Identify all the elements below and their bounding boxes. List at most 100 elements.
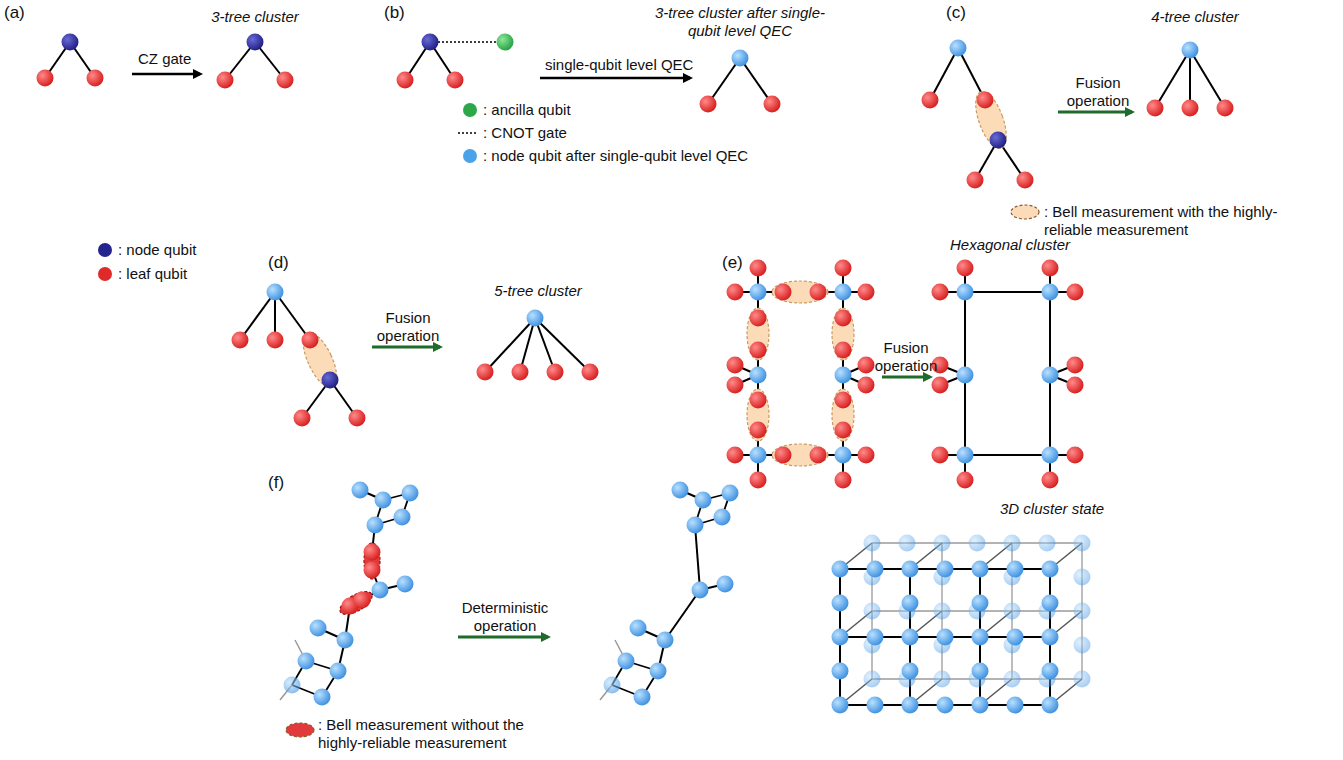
legend-text: : ancilla qubit xyxy=(483,101,571,119)
panel-label: (d) xyxy=(268,254,289,272)
qec-node-qubit xyxy=(835,284,852,301)
leaf-qubit xyxy=(1067,284,1084,301)
leaf-qubit xyxy=(727,357,744,374)
qec-node-qubit xyxy=(375,492,392,509)
qec-node-qubit xyxy=(714,509,731,526)
bond-line xyxy=(1155,50,1190,108)
qec-node-qubit xyxy=(750,284,767,301)
qec-node-qubit xyxy=(604,677,621,694)
leaf-qubit xyxy=(858,284,875,301)
operation-label: Fusion operation xyxy=(866,339,946,375)
qec-node-qubit xyxy=(284,677,301,694)
qec-node-qubit xyxy=(934,535,951,552)
process-arrow xyxy=(458,636,548,639)
qec-node-qubit xyxy=(835,367,852,384)
node-qubit xyxy=(422,34,439,51)
bell-measurement xyxy=(832,389,854,441)
process-arrow xyxy=(540,77,690,80)
leaf-qubit xyxy=(1067,357,1084,374)
leaf-qubit xyxy=(957,260,974,277)
bond-line xyxy=(665,590,700,640)
qec-node-qubit xyxy=(267,284,284,301)
leaf-qubit xyxy=(750,392,767,409)
legend-text: : node qubit xyxy=(118,241,196,259)
bond-line xyxy=(1189,50,1191,108)
qec-node-qubit xyxy=(950,40,967,57)
leaf-qubit xyxy=(932,284,949,301)
qec-node-qubit xyxy=(695,492,712,509)
leaf-qubit xyxy=(810,447,827,464)
qec-node-qubit xyxy=(1007,697,1024,714)
bond-line xyxy=(275,292,310,340)
leaf-qubit xyxy=(764,96,781,113)
leaf-qubit xyxy=(750,342,767,359)
qec-node-qubit xyxy=(832,595,849,612)
leaf-qubit xyxy=(582,364,599,381)
bond-line xyxy=(485,318,535,372)
qec-node-qubit xyxy=(657,632,674,649)
panel-label: (e) xyxy=(722,254,743,272)
qec-node-qubit xyxy=(937,629,954,646)
qec-node-qubit xyxy=(1182,42,1199,59)
qec-node-qubit xyxy=(864,535,881,552)
cluster-title: 3D cluster state xyxy=(1000,500,1104,518)
bond-line xyxy=(1190,50,1225,108)
leaf-qubit xyxy=(835,472,852,489)
leaf-qubit xyxy=(302,332,319,349)
qec-node-qubit xyxy=(330,663,347,680)
leaf-qubit xyxy=(267,332,284,349)
qec-node-qubit xyxy=(832,697,849,714)
leaf-qubit xyxy=(1067,447,1084,464)
leaf-qubit xyxy=(810,284,827,301)
bell-measurement xyxy=(747,389,769,441)
operation-label: Fusion operation xyxy=(1058,74,1138,110)
qec-node-qubit xyxy=(394,509,411,526)
qec-node-qubit xyxy=(672,482,689,499)
legend-text: : leaf qubit xyxy=(118,265,187,283)
qec-node-qubit xyxy=(1074,535,1091,552)
legend-swatch xyxy=(286,723,314,737)
panel-label: (c) xyxy=(946,4,966,22)
qec-node-qubit xyxy=(899,535,916,552)
qec-node-qubit xyxy=(1074,637,1091,654)
qec-node-qubit xyxy=(722,485,739,502)
bond-line xyxy=(965,291,1050,293)
leaf-qubit xyxy=(750,422,767,439)
qec-node-qubit xyxy=(1074,671,1091,688)
qec-node-qubit xyxy=(902,595,919,612)
qec-node-qubit xyxy=(692,582,709,599)
qec-node-qubit xyxy=(1004,671,1021,688)
legend-swatch xyxy=(463,103,477,117)
leaf-qubit xyxy=(217,72,234,89)
qec-node-qubit xyxy=(1004,603,1021,620)
qec-node-qubit xyxy=(337,632,354,649)
leaf-qubit xyxy=(1042,472,1059,489)
qec-node-qubit xyxy=(1007,629,1024,646)
qec-node-qubit xyxy=(1042,663,1059,680)
panel-label: (a) xyxy=(4,4,25,22)
qec-node-qubit xyxy=(1042,561,1059,578)
qec-node-qubit xyxy=(687,517,704,534)
qec-node-qubit xyxy=(867,697,884,714)
leaf-qubit xyxy=(727,284,744,301)
cluster-title: Hexagonal cluster xyxy=(940,236,1080,254)
operation-label: single-qubit level QEC xyxy=(545,56,693,74)
leaf-qubit xyxy=(349,410,366,427)
qec-node-qubit xyxy=(1042,367,1059,384)
qec-node-qubit xyxy=(902,697,919,714)
qec-node-qubit xyxy=(864,671,881,688)
leaf-qubit xyxy=(727,447,744,464)
bell-measurement xyxy=(969,88,1012,153)
qec-node-qubit xyxy=(957,367,974,384)
process-arrow xyxy=(372,346,440,349)
cluster-title: 3-tree cluster after single-qubit level … xyxy=(650,4,830,40)
leaf-qubit xyxy=(750,260,767,277)
panel-label: (b) xyxy=(384,4,405,22)
qec-node-qubit xyxy=(902,561,919,578)
leaf-qubit xyxy=(1042,260,1059,277)
qec-node-qubit xyxy=(835,447,852,464)
leaf-qubit xyxy=(277,72,294,89)
qec-node-qubit xyxy=(750,447,767,464)
qec-node-qubit xyxy=(402,485,419,502)
qec-node-qubit xyxy=(1004,535,1021,552)
